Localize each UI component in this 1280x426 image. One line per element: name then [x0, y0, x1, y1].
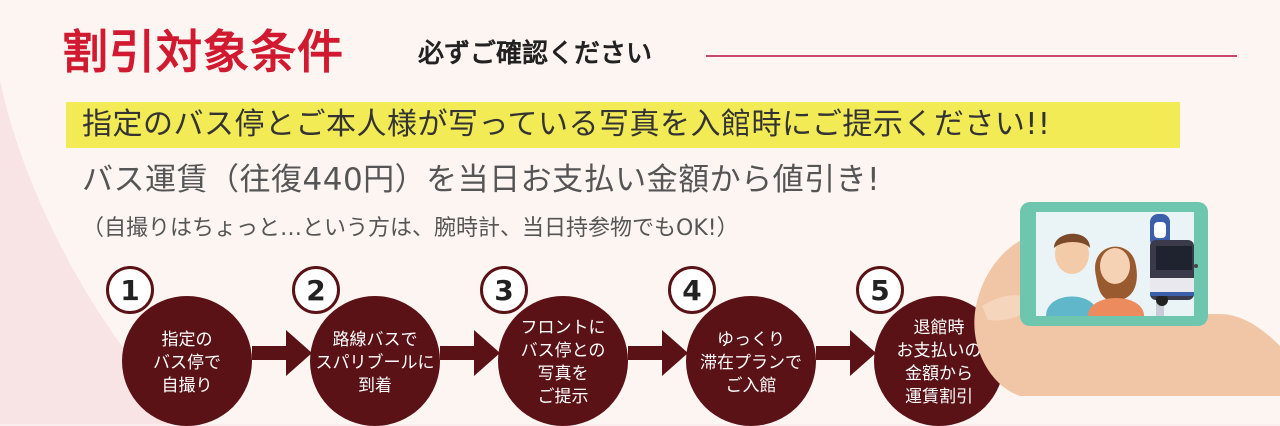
- step-4: ゆっくり 滞在プランで ご入館: [686, 296, 816, 426]
- arrow-right-icon: [440, 330, 500, 376]
- discount-text: バス運賃（往復440円）を当日お支払い金額から値引き!: [82, 162, 881, 198]
- step-3-text: フロントに バス停との 写真を ご提示: [520, 318, 606, 407]
- step-1: 指定の バス停で 自撮り: [122, 296, 252, 426]
- arrow-right-icon: [628, 330, 688, 376]
- step-1-number: 1: [106, 266, 154, 314]
- step-5-text: 退館時 お支払いの 金額から 運賃割引: [896, 318, 982, 407]
- arrow-right-icon: [252, 330, 312, 376]
- step-5-number: 5: [856, 266, 904, 314]
- phone-photo-illustration: [974, 202, 1280, 396]
- title-divider: [706, 55, 1237, 57]
- step-3-number: 3: [480, 266, 528, 314]
- step-2-text: 路線バスで スパリブールに 到着: [315, 329, 435, 396]
- page-title: 割引対象条件: [62, 25, 344, 79]
- requirement-text: 指定のバス停とご本人様が写っている写真を入館時にご提示ください!!: [82, 107, 1051, 142]
- step-3: フロントに バス停との 写真を ご提示: [498, 296, 628, 426]
- step-2-number: 2: [292, 266, 340, 314]
- page-subtitle: 必ずご確認ください: [418, 39, 653, 69]
- step-4-text: ゆっくり 滞在プランで ご入館: [700, 329, 802, 396]
- step-4-number: 4: [668, 266, 716, 314]
- highlight-band: [66, 102, 1180, 148]
- bus-illustration: [1150, 240, 1194, 306]
- step-2: 路線バスで スパリブールに 到着: [310, 296, 440, 426]
- step-1-text: 指定の バス停で 自撮り: [153, 329, 221, 396]
- note-text: （自撮りはちょっと…という方は、腕時計、当日持参物でもOK!）: [82, 216, 739, 241]
- arrow-right-icon: [816, 330, 876, 376]
